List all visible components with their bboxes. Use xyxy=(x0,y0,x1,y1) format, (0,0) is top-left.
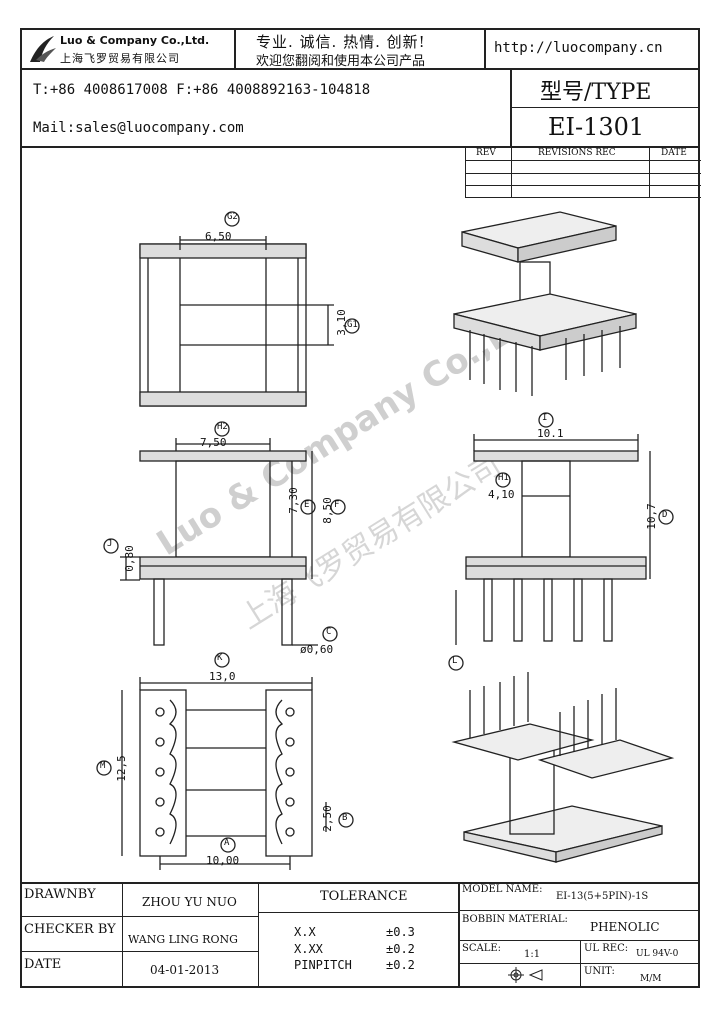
dim-c-marker: C xyxy=(326,627,332,637)
tol-key-3: PINPITCH xyxy=(294,958,352,972)
type-label: 型号/TYPE xyxy=(540,80,652,105)
tol-value-1: ±0.3 xyxy=(386,925,415,939)
dim-a-marker: A xyxy=(224,838,230,848)
revision-table: REV REVISIONS REC DATE xyxy=(465,147,701,198)
slogan: 专业. 诚信. 热情. 创新! xyxy=(256,33,426,51)
header-divider xyxy=(20,68,700,70)
bottom-view xyxy=(96,652,354,870)
unit-label: UNIT: xyxy=(584,966,615,977)
tol-value-3: ±0.2 xyxy=(386,958,415,972)
isometric-view-top xyxy=(453,211,637,396)
dim-j-marker: J xyxy=(107,539,113,549)
dim-g2-marker: G2 xyxy=(227,212,238,222)
type-vline xyxy=(510,68,512,148)
tb-hline-3 xyxy=(258,912,458,913)
bobbin-label: BOBBIN MATERIAL: xyxy=(462,914,568,925)
scale-label: SCALE: xyxy=(462,943,502,954)
rev-header: REV xyxy=(476,148,496,158)
dim-b-marker: B xyxy=(342,813,348,823)
model-name-value: EI-13(5+5PIN)-1S xyxy=(556,891,649,902)
tb-hline-5 xyxy=(458,940,700,941)
tb-vline-3 xyxy=(458,882,460,988)
tb-hline-6 xyxy=(458,963,700,964)
tol-value-2: ±0.2 xyxy=(386,942,415,956)
dim-l-marker: L xyxy=(452,656,458,666)
type-value: EI-1301 xyxy=(548,113,645,141)
front-view xyxy=(103,421,346,646)
tol-key-1: X.X xyxy=(294,925,316,939)
tolerance-label: TOLERANCE xyxy=(320,889,408,904)
drawnby-label: DRAWNBY xyxy=(24,887,96,902)
header-bottom-line xyxy=(20,146,700,148)
checker-label: CHECKER BY xyxy=(24,922,116,937)
tb-vline-1 xyxy=(122,882,123,988)
ul-label: UL REC: xyxy=(584,943,629,954)
dim-i-marker: I xyxy=(542,413,548,423)
checker-value: WANG LING RONG xyxy=(128,933,238,946)
tb-hline-1 xyxy=(20,916,258,917)
dim-d-marker: D xyxy=(662,510,668,520)
dim-a-value: 10,00 xyxy=(206,854,240,867)
drawing-frame xyxy=(20,28,700,988)
model-name-label: MODEL NAME: xyxy=(462,884,543,895)
header-vline-1 xyxy=(234,28,236,69)
company-name: Luo & Company Co.,Ltd. xyxy=(60,34,210,47)
phone-fax: T:+86 4008617008 F:+86 4008892163-104818 xyxy=(33,82,371,98)
type-hline xyxy=(510,107,700,108)
date-label: DATE xyxy=(24,957,62,972)
tb-vline-2 xyxy=(258,882,259,988)
revisions-rec-header: REVISIONS REC xyxy=(538,148,616,158)
ul-value: UL 94V-0 xyxy=(636,949,679,959)
tb-vline-4 xyxy=(580,940,581,988)
header-vline-2 xyxy=(484,28,486,69)
isometric-view-bottom xyxy=(451,672,675,863)
dim-g2-value: 6,50 xyxy=(205,230,232,243)
dim-k-value: 13,0 xyxy=(209,670,236,683)
tb-hline-4 xyxy=(458,910,700,911)
tol-key-2: X.XX xyxy=(294,942,323,956)
dim-c-value: ø0,60 xyxy=(300,643,334,656)
dim-h2-value: 7,50 xyxy=(200,436,227,449)
bobbin-value: PHENOLIC xyxy=(590,920,660,934)
unit-value: M/M xyxy=(640,974,662,984)
top-view xyxy=(139,211,360,407)
tb-hline-2 xyxy=(20,951,258,952)
dim-h1-value: 4,10 xyxy=(488,488,515,501)
dim-m-marker: M xyxy=(100,761,106,771)
title-block-top xyxy=(20,882,700,884)
dim-e-marker: E xyxy=(304,500,310,510)
scale-value: 1:1 xyxy=(524,949,541,960)
company-name-cn: 上海飞罗贸易有限公司 xyxy=(60,52,180,65)
dim-h2-marker: H2 xyxy=(217,422,228,432)
date-header: DATE xyxy=(661,148,687,158)
dim-f-marker: F xyxy=(334,500,340,510)
dim-k-marker: K xyxy=(217,653,223,663)
drawnby-value: ZHOU YU NUO xyxy=(142,895,237,909)
dim-i-value: 10.1 xyxy=(537,427,564,440)
website-link[interactable]: http://luocompany.cn xyxy=(494,40,663,56)
date-value: 04-01-2013 xyxy=(150,963,220,977)
mail-address[interactable]: Mail:sales@luocompany.com xyxy=(33,120,244,136)
dim-h1-marker: H1 xyxy=(498,473,509,483)
dim-g1-marker: G1 xyxy=(347,320,358,330)
side-view xyxy=(448,412,674,671)
welcome-text: 欢迎您翻阅和使用本公司产品 xyxy=(256,54,426,69)
